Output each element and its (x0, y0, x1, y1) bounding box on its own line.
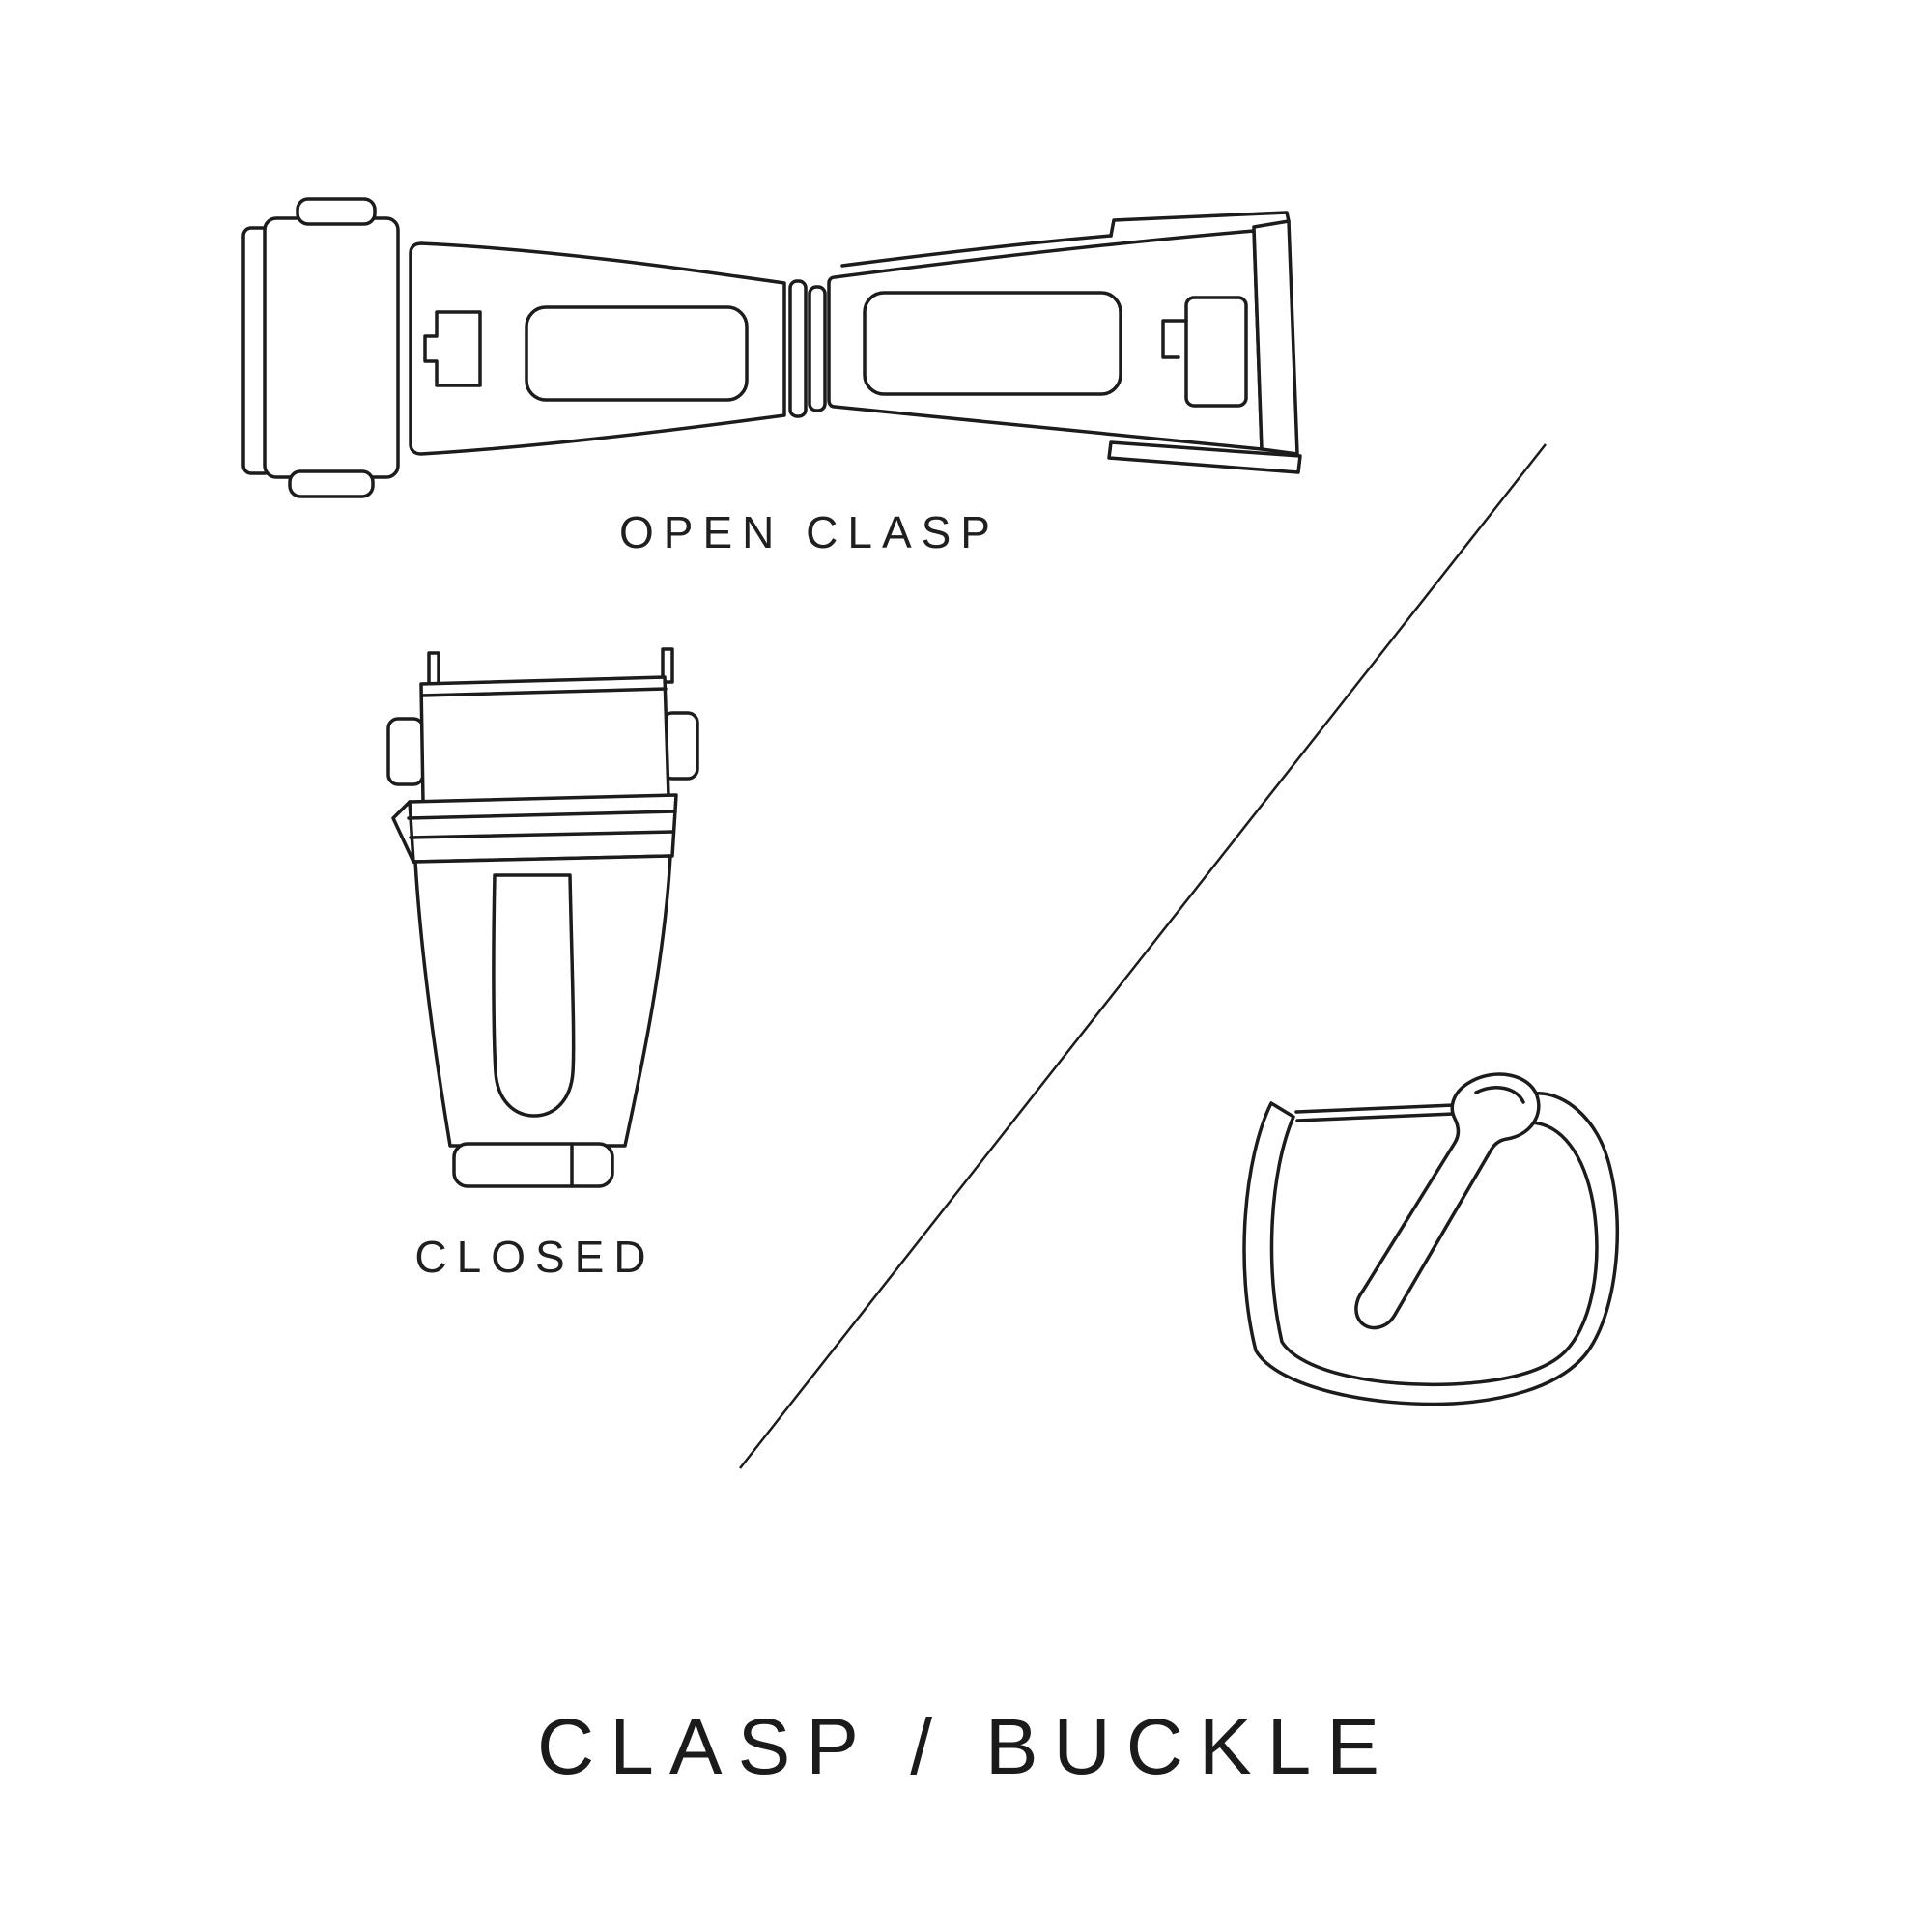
open-clasp-hook-tab (423, 310, 482, 387)
closed-clasp-ear-left (386, 717, 425, 786)
closed-clasp-prong-right (661, 647, 674, 684)
open-clasp-left-blade-window (525, 305, 749, 402)
closed-clasp-prong-left (427, 651, 440, 688)
closed-clasp-top-block-line (420, 687, 668, 697)
closed-clasp-flange (408, 793, 678, 864)
open-clasp-endlink (263, 216, 400, 479)
open-clasp-foot-strip (1107, 440, 1302, 474)
open-clasp-hinge-bar-2 (808, 285, 827, 412)
closed-clasp-flange-wedge (391, 800, 415, 864)
open-clasp-endlink-top-tab (296, 197, 377, 226)
tang-buckle-illustration (1242, 1072, 1620, 1406)
open-clasp-endlink-bottom-tab (288, 469, 375, 498)
open-clasp-illustration (242, 197, 1302, 498)
diagonal-divider (739, 443, 1547, 1469)
closed-clasp-illustration (386, 647, 699, 1188)
open-clasp-fold-line (840, 234, 1113, 268)
closed-clasp-body (413, 854, 672, 1148)
buckle-tongue (1354, 1072, 1541, 1330)
open-clasp-right-cutout (1184, 296, 1248, 408)
closed-clasp-flange-line-2 (409, 830, 675, 839)
open-clasp-fold-step (1109, 211, 1291, 238)
buckle-tongue-fold-line (1474, 1086, 1525, 1104)
closed-label: CLOSED (414, 1232, 656, 1282)
open-clasp-right-blade-window (863, 291, 1122, 396)
buckle-springbar (1294, 1103, 1456, 1114)
closed-clasp-flange-line-1 (407, 810, 677, 820)
open-clasp-right-endcap (1252, 219, 1299, 456)
open-clasp-label: OPEN CLASP (619, 507, 1000, 557)
buckle-springbar-lower (1295, 1112, 1456, 1122)
open-clasp-right-hook (1161, 319, 1188, 359)
open-clasp-hinge-bar-1 (788, 279, 808, 418)
page-title: CLASP / BUCKLE (537, 1703, 1395, 1791)
closed-clasp-bottom-cap (452, 1142, 614, 1188)
closed-clasp-slot (492, 873, 576, 1118)
